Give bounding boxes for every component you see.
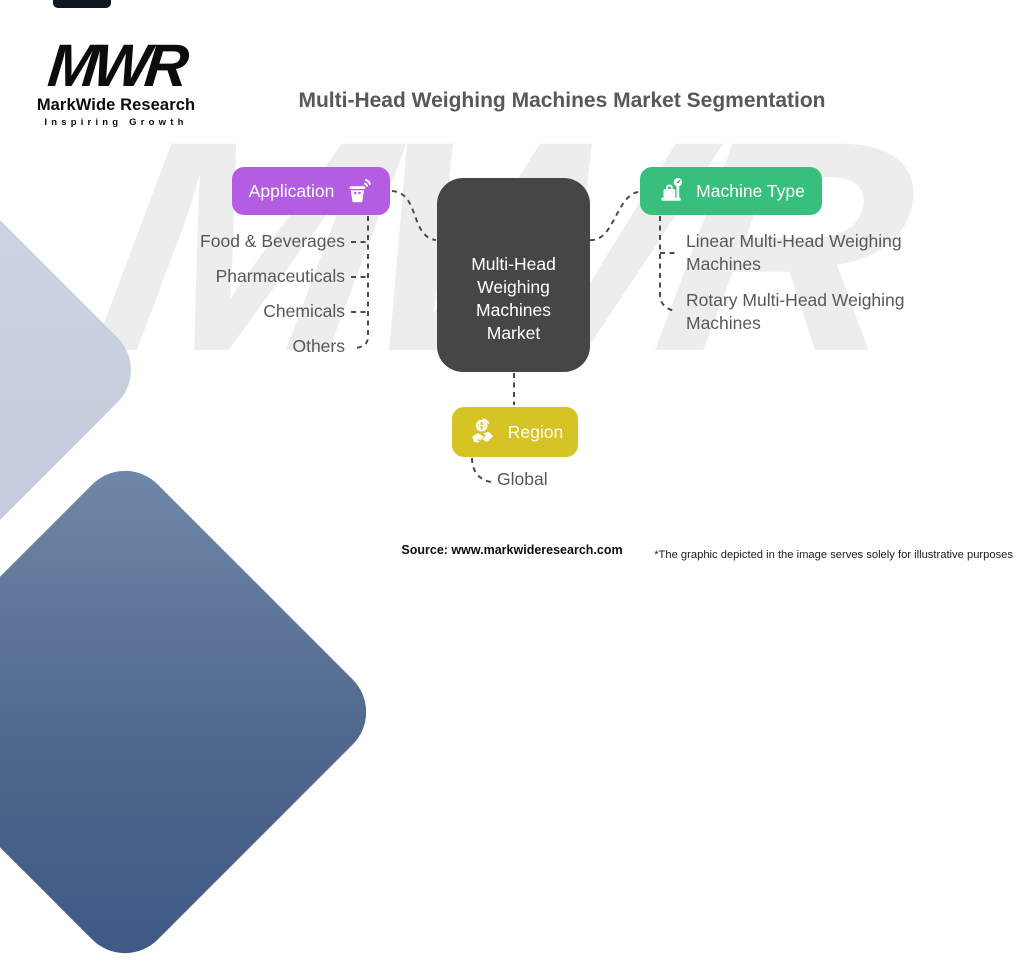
list-item-others: Others	[292, 336, 345, 356]
source-text: Source: www.markwideresearch.com	[401, 543, 623, 557]
disclaimer-text: *The graphic depicted in the image serve…	[654, 549, 1013, 561]
list-item-rotary: Rotary Multi-Head Weighing Machines	[686, 290, 905, 333]
list-item-chemicals: Chemicals	[263, 301, 345, 321]
center-node-market: Multi-Head Weighing Machines Market	[437, 178, 590, 372]
application-label: Application	[248, 180, 335, 201]
connector-machine-type-trunk	[659, 216, 677, 312]
logo-tagline: Inspiring Growth	[44, 117, 188, 128]
brand-logo: MWR MarkWide Research Inspiring Growth	[36, 32, 196, 128]
basket-wifi-icon	[343, 176, 373, 206]
weighing-scale-icon	[657, 176, 687, 206]
branch-node-region: Region	[452, 407, 578, 457]
region-label: Region	[507, 421, 564, 442]
connector-region-to-global	[471, 457, 492, 483]
list-item-pharmaceuticals: Pharmaceuticals	[215, 266, 345, 286]
branch-node-machine-type: Machine Type	[640, 167, 822, 215]
logo-mwr-monogram: MWR	[45, 32, 188, 99]
corner-decoration	[53, 0, 111, 8]
machine-type-label: Machine Type	[696, 180, 805, 201]
branch-node-application: Application	[232, 167, 390, 215]
list-item-linear: Linear Multi-Head Weighing Machines	[686, 231, 902, 274]
connector-application-trunk	[352, 216, 369, 349]
center-node-label: Multi-Head Weighing Machines Market	[471, 254, 556, 343]
connector-application-to-center	[391, 190, 437, 241]
list-item-food-beverages: Food & Beverages	[200, 231, 345, 251]
connector-center-to-machine-type	[589, 191, 639, 242]
logo-company-name: MarkWide Research	[36, 96, 196, 114]
globe-handshake-icon	[467, 416, 499, 448]
page-title: Multi-Head Weighing Machines Market Segm…	[298, 89, 826, 112]
connector-lines	[351, 190, 677, 483]
list-item-global: Global	[497, 469, 548, 489]
machine-type-items-list: Linear Multi-Head Weighing Machines Rota…	[686, 230, 944, 348]
